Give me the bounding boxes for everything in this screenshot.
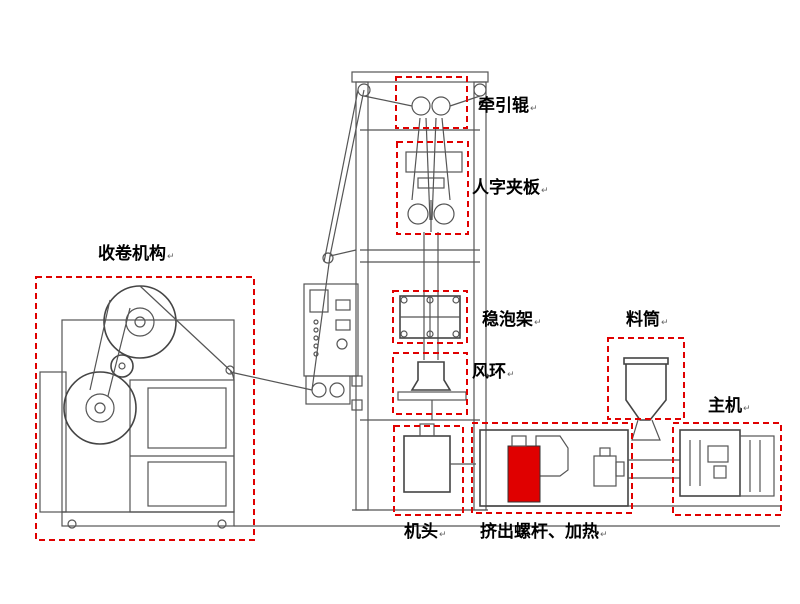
label-text: 主机 (708, 396, 742, 416)
box-die-head (393, 425, 464, 516)
paragraph-mark: ↵ (661, 318, 669, 328)
paragraph-mark: ↵ (507, 370, 515, 380)
label-herringbone-plate: 人字夹板↵ (472, 178, 549, 201)
paragraph-mark: ↵ (600, 530, 608, 540)
box-air-ring (392, 352, 468, 415)
label-text: 料筒 (626, 310, 660, 330)
extruder-drawing (479, 429, 680, 507)
tower-frame (351, 71, 489, 511)
label-text: 风环 (472, 362, 506, 382)
label-extrusion-screw-heating: 挤出螺杆、加热↵ (480, 522, 608, 545)
paragraph-mark: ↵ (439, 530, 447, 540)
box-extrusion-screw (471, 422, 633, 514)
label-text: 稳泡架 (482, 310, 533, 330)
label-text: 人字夹板 (472, 178, 540, 198)
box-hopper (607, 337, 685, 420)
control-panel-drawing (303, 283, 363, 411)
label-main-motor: 主机↵ (708, 396, 751, 419)
herringbone-plate-drawing (405, 117, 463, 232)
main-motor-drawing (679, 429, 775, 497)
bubble-stabilizer-drawing (399, 295, 461, 339)
paragraph-mark: ↵ (530, 104, 538, 114)
label-traction-roller: 牵引辊↵ (478, 96, 538, 119)
die-head-drawing (403, 423, 476, 493)
traction-roller-drawing (357, 83, 487, 116)
winding-mechanism-drawing (39, 285, 235, 529)
label-die-head: 机头↵ (404, 522, 447, 545)
hopper-drawing (623, 357, 669, 441)
label-text: 收卷机构 (98, 244, 166, 264)
paragraph-mark: ↵ (743, 404, 751, 414)
label-winding-mechanism: 收卷机构↵ (98, 244, 175, 267)
label-air-ring: 风环↵ (472, 362, 515, 385)
heater-block (507, 445, 541, 503)
label-text: 牵引辊 (478, 96, 529, 116)
label-hopper: 料筒↵ (626, 310, 669, 333)
paragraph-mark: ↵ (541, 186, 549, 196)
paragraph-mark: ↵ (167, 252, 175, 262)
label-text: 挤出螺杆、加热 (480, 522, 599, 542)
label-bubble-stabilizer: 稳泡架↵ (482, 310, 542, 333)
box-bubble-stabilizer (392, 290, 468, 344)
label-text: 机头 (404, 522, 438, 542)
air-ring-drawing (397, 361, 467, 420)
box-traction-roller (395, 76, 468, 129)
box-main-motor (672, 422, 782, 516)
box-herringbone-plate (396, 141, 469, 235)
film-path (229, 89, 365, 391)
paragraph-mark: ↵ (534, 318, 542, 328)
box-winding-mechanism (35, 276, 255, 541)
